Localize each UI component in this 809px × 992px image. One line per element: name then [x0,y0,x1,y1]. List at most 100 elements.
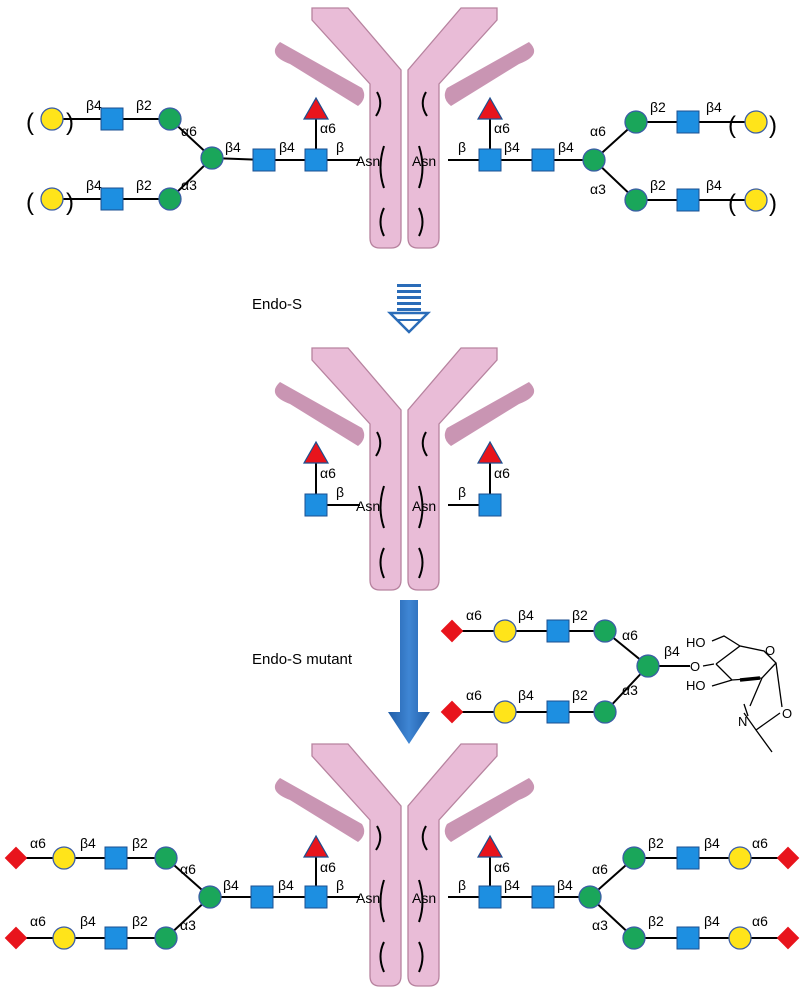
svg-text:α6: α6 [592,861,608,877]
fucose-triangle [476,834,504,858]
svg-text:α6: α6 [466,687,482,703]
galactose-circle [728,926,752,950]
glcnac-square [546,700,570,724]
galactose-circle [52,926,76,950]
svg-text:β2: β2 [650,177,666,193]
core-glcnac-square [478,885,502,909]
galactose-circle [493,700,517,724]
svg-text:Asn: Asn [356,890,380,906]
galactose-circle [493,619,517,643]
glcnac-square [546,619,570,643]
svg-text:O: O [765,643,775,658]
svg-text:β4: β4 [225,139,241,155]
svg-text:β4: β4 [518,687,534,703]
fucose-triangle [302,834,330,858]
sialic-diamond [440,619,464,643]
galactose-circle [744,110,768,134]
glcnac-square [100,107,124,131]
core-mannose-circle [200,146,224,170]
svg-text:β2: β2 [132,835,148,851]
svg-text:α6: α6 [30,835,46,851]
mannose-circle [622,926,646,950]
glcnac-square [676,846,700,870]
core-mannose-circle [582,148,606,172]
antibody-remodeled: α6 β4 β2 α6 β4 β2 α6 α3 β4 β4 α6 β Asn [4,743,800,987]
svg-text:β: β [336,139,344,155]
core-mannose-circle [578,885,602,909]
svg-text:α6: α6 [320,465,336,481]
galactose-circle [728,846,752,870]
svg-text:β2: β2 [572,607,588,623]
svg-text:β4: β4 [279,139,295,155]
svg-text:(: ( [728,112,736,139]
svg-text:β4: β4 [704,835,720,851]
glycan-right-native: Asn β α6 β4 β4 α6 α3 β2 β4 ( ) β2 β4 ( ) [412,96,777,217]
svg-text:α6: α6 [320,859,336,875]
sialic-diamond [4,846,28,870]
svg-text:β2: β2 [648,835,664,851]
hollow-arrow-down [386,284,432,334]
glcnac-square [531,885,555,909]
svg-text:(: ( [26,189,34,216]
sialic-diamond [776,846,800,870]
svg-text:β4: β4 [557,877,573,893]
svg-text:β4: β4 [706,99,722,115]
glcnac-square [104,846,128,870]
glycan-right-remodeled: Asn β α6 β4 β4 α6 α3 β2 β4 α6 β2 β4 α6 [412,834,800,950]
fucose-triangle [476,440,504,464]
oxazoline-structure: O HO HO O O N [686,635,792,753]
svg-text:β4: β4 [706,177,722,193]
antibody-truncated: α6 β Asn Asn β α6 [274,347,535,591]
sialic-diamond [776,926,800,950]
svg-text:HO: HO [686,678,706,693]
antibody-native: ( ) β4 β2 ( ) β4 β2 α6 α3 β4 β4 α6 β Asn [26,7,777,249]
svg-text:): ) [769,112,777,139]
glcnac-square [676,926,700,950]
svg-text:β4: β4 [664,643,680,659]
svg-text:β: β [458,484,466,500]
svg-text:α6: α6 [494,465,510,481]
mannose-circle [624,110,648,134]
mannose-circle [624,188,648,212]
svg-text:Asn: Asn [412,890,436,906]
svg-text:N: N [738,714,747,729]
mannose-circle [158,187,182,211]
svg-text:α3: α3 [181,177,197,193]
svg-text:β: β [458,139,466,155]
svg-text:β: β [458,877,466,893]
glcnac-square [250,885,274,909]
antibody-shape [274,743,535,987]
svg-text:β4: β4 [80,913,96,929]
glcnac-square [252,148,276,172]
svg-text:β4: β4 [504,877,520,893]
galactose-circle [40,187,64,211]
svg-text:β4: β4 [504,139,520,155]
galactose-circle [40,107,64,131]
svg-text:(: ( [26,109,34,136]
svg-text:Asn: Asn [356,153,380,169]
svg-text:α3: α3 [622,682,638,698]
mannose-circle [154,926,178,950]
step-endo-s-label: Endo-S [252,296,302,313]
svg-text:β4: β4 [704,913,720,929]
core-glcnac-square [304,493,328,517]
svg-text:β2: β2 [572,687,588,703]
glcnac-square [531,148,555,172]
glcnac-square [104,926,128,950]
antibody-shape [274,347,535,591]
mannose-circle [593,619,617,643]
svg-text:): ) [66,109,74,136]
svg-text:β: β [336,877,344,893]
svg-text:β4: β4 [278,877,294,893]
svg-text:β2: β2 [136,97,152,113]
svg-text:β2: β2 [650,99,666,115]
glycan-left-remodeled: α6 β4 β2 α6 β4 β2 α6 α3 β4 β4 α6 β Asn [4,834,380,950]
mannose-circle [158,107,182,131]
svg-text:α6: α6 [494,859,510,875]
galactose-circle [744,188,768,212]
glycan-oxazoline-donor: α6 β4 β2 α6 β4 β2 α6 α3 β4 O HO HO O O N [440,607,792,753]
svg-text:α6: α6 [320,120,336,136]
svg-text:α6: α6 [752,913,768,929]
svg-text:α6: α6 [752,835,768,851]
